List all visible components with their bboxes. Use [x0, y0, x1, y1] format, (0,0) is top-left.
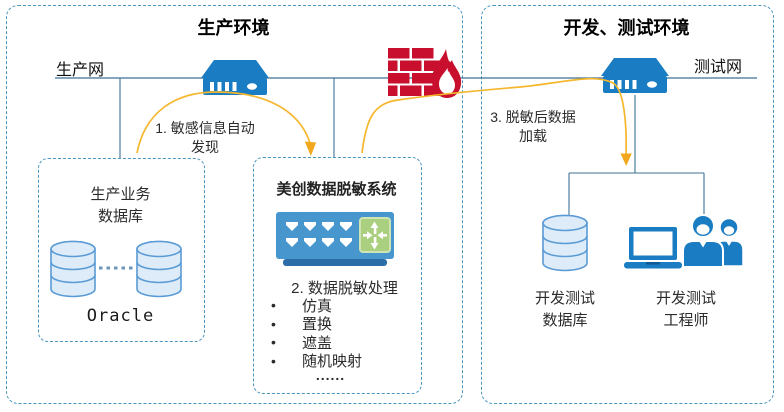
devtest-env-title: 开发、测试环境 [563, 18, 690, 38]
oracle-label: Oracle [86, 306, 155, 326]
flow1-label-line1: 1. 敏感信息自动 [155, 120, 255, 136]
bullet-icon: • [271, 352, 276, 369]
method-label: 随机映射 [302, 353, 363, 371]
engineers-label-line2: 工程师 [663, 312, 709, 329]
flow1-label: 1. 敏感信息自动 发现 [125, 119, 285, 157]
firewall-icon [388, 48, 462, 98]
bullet-icon: • [271, 334, 276, 351]
devtest-db-label-line1: 开发测试 [534, 290, 595, 307]
bullet-icon: • [271, 315, 276, 332]
method-label: 仿真 [302, 297, 333, 315]
masking-method-item: • 置换 [271, 315, 362, 334]
method-label: 遮盖 [302, 334, 333, 352]
devtest-env-box [481, 5, 774, 404]
engineers-label: 开发测试 工程师 [616, 288, 756, 332]
masking-process-label: 2. 数据脱敏处理 [291, 280, 398, 297]
production-switch-icon [201, 60, 269, 95]
masking-system-box [253, 157, 422, 394]
production-network-label: 生产网 [56, 62, 105, 79]
production-env-title: 生产环境 [197, 18, 270, 38]
test-network-label: 测试网 [694, 59, 743, 76]
flow1-label-line2: 发现 [191, 139, 219, 155]
transform-arrows-icon [363, 221, 387, 250]
engineers-icon [682, 214, 744, 267]
devtest-db-icon [542, 214, 588, 272]
masking-method-item: • 随机映射 [271, 352, 362, 371]
oracle-db-icon-1 [50, 240, 96, 298]
masking-method-list: • 仿真 • 置换 • 遮盖 • 随机映射 [271, 296, 362, 370]
engineers-label-line1: 开发测试 [655, 290, 716, 307]
masking-method-item: • 遮盖 [271, 333, 362, 352]
flow3-label: 3. 脱敏后数据 加载 [453, 108, 613, 146]
production-db-name: 生产业务 数据库 [38, 184, 203, 228]
oracle-db-icon-2 [136, 240, 182, 298]
masking-appliance-icon [276, 212, 394, 266]
masking-method-item: • 仿真 [271, 296, 362, 315]
production-db-box [38, 158, 205, 342]
appliance-chevrons-icon [286, 222, 352, 247]
devtest-db-label: 开发测试 数据库 [495, 288, 635, 332]
masking-system-title: 美创数据脱敏系统 [276, 181, 397, 198]
devtest-db-label-line2: 数据库 [542, 312, 588, 329]
flow3-label-line2: 加载 [519, 128, 547, 144]
production-db-name-line1: 生产业务 [90, 186, 151, 203]
production-db-name-line2: 数据库 [97, 208, 143, 225]
test-switch-icon [601, 58, 669, 93]
method-label: 置换 [302, 316, 333, 334]
masking-more-label: ...... [315, 367, 346, 383]
person-front-icon [682, 214, 724, 267]
laptop-icon [624, 227, 682, 269]
bullet-icon: • [271, 297, 276, 314]
green-transform-panel [359, 217, 391, 253]
production-env-box [6, 5, 463, 404]
flow3-label-line1: 3. 脱敏后数据 [490, 109, 576, 125]
